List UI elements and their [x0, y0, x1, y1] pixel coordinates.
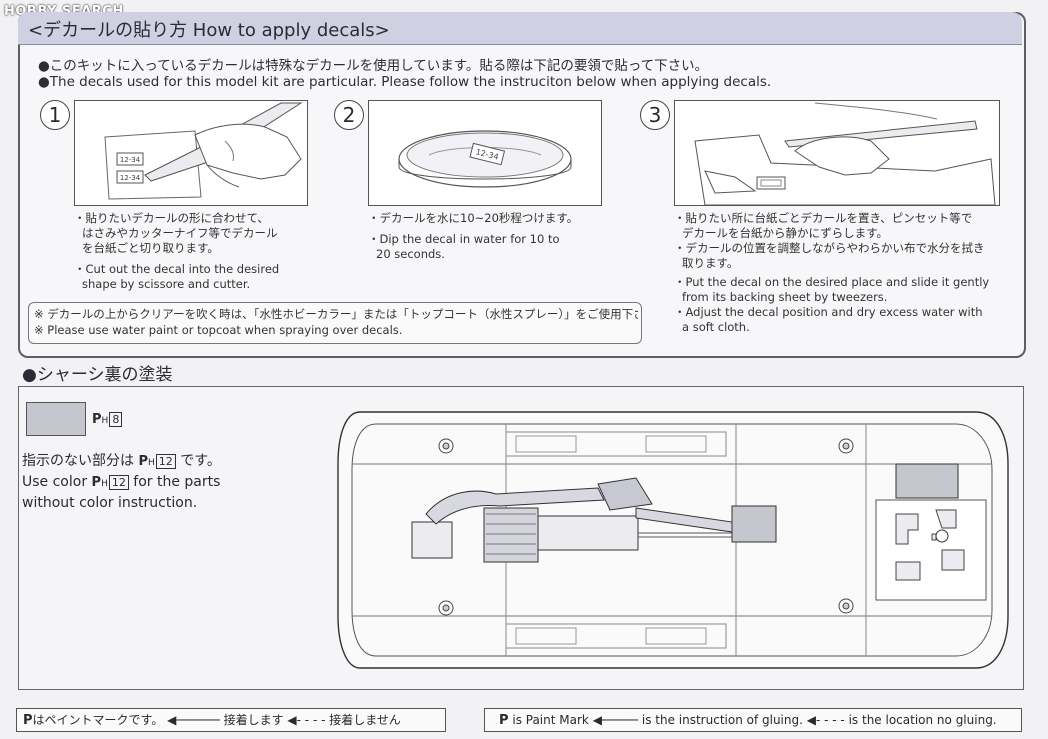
step-3-en-line-2: from its backing sheet by tweezers.: [682, 290, 888, 304]
step-1-text: ・貼りたいデカールの形に合わせて、 はさみやカッターナイフ等でデカール を台紙ご…: [74, 211, 279, 292]
applying-decal-illustration: [694, 102, 996, 206]
decal-title-bar: [18, 12, 1022, 45]
step-2-en-line-1: ・Dip the decal in water for 10 to: [368, 232, 560, 246]
paint-mark-icon: P: [92, 412, 102, 427]
default-color-line-3: without color instruction.: [22, 495, 198, 511]
paint-mark-sub: H: [147, 458, 155, 468]
chassis-underbody-diagram: [337, 411, 1009, 669]
default-color-number-en: 12: [108, 475, 129, 490]
legend-jp-paint-mark-icon: P: [23, 713, 33, 728]
paint-swatch: [26, 402, 86, 436]
legend-en-paint-mark-icon: P: [499, 713, 509, 728]
legend-jp: Pはペイントマークです。 ◀────── 接着します ◀- - - - 接着しま…: [16, 708, 446, 732]
note-en: ※ Please use water paint or topcoat when…: [34, 323, 403, 337]
water-dish-illustration: 12-34: [398, 130, 572, 188]
step-3-jp-line-3: ・デカールの位置を調整しながらやわらかい布で水分を拭き: [674, 241, 985, 255]
step-2-en-line-2: 20 seconds.: [376, 247, 445, 261]
legend-jp-paint-text: はペイントマークです。: [32, 713, 164, 727]
decal-intro-jp: ●このキットに入っているデカールは特殊なデカールを使用しています。貼る際は下記の…: [38, 58, 709, 74]
cutting-decal-illustration: 12-34 12-34: [104, 102, 303, 200]
paint-mark-icon: P: [138, 454, 148, 469]
step-3-illustration: [674, 100, 1000, 206]
step-1-jp-line-2: はさみやカッターナイフ等でデカール: [82, 226, 278, 240]
step-2-number: 2: [334, 100, 364, 130]
step-3-jp-line-1: ・貼りたい所に台紙ごとデカールを置き、ピンセット等で: [674, 211, 973, 225]
step-1-en-line-2: shape by scissore and cutter.: [82, 277, 251, 291]
line1-pre: 指示のない部分は: [22, 453, 134, 469]
paint-mark-sub: H: [101, 416, 109, 426]
legend-jp-solid-arrow-icon: ◀──────: [167, 713, 220, 727]
legend-en-paint-text: is Paint Mark: [512, 713, 589, 727]
step-1-number: 1: [40, 100, 70, 130]
step-3-en-line-4: a soft cloth.: [682, 320, 750, 334]
step-3-text: ・貼りたい所に台紙ごとデカールを置き、ピンセット等で デカールを台紙から静かにず…: [674, 211, 989, 335]
step-3-number: 3: [640, 100, 670, 130]
swatch-color-number: 8: [109, 412, 123, 427]
line2-post: for the parts: [133, 474, 221, 490]
line1-post: です。: [180, 453, 221, 469]
step-1-jp-line-3: を台紙ごと切り取ります。: [82, 241, 219, 255]
step-1-en-line-1: ・Cut out the decal into the desired: [74, 262, 280, 276]
legend-en-dashed-arrow-icon: ◀- - - -: [806, 713, 845, 727]
step-2-jp-line-1: ・デカールを水に10~20秒程つけます。: [368, 211, 579, 225]
legend-en-solid-arrow-icon: ◀─────: [592, 713, 639, 727]
default-color-number: 12: [155, 454, 176, 469]
step-2-illustration: 12-34: [368, 100, 602, 206]
legend-en-glue-text: is the instruction of gluing.: [641, 713, 803, 727]
paint-mark-sub: H: [101, 479, 108, 489]
legend-jp-dashed-arrow-icon: ◀- - - -: [287, 713, 330, 727]
step-2-text: ・デカールを水に10~20秒程つけます。 ・Dip the decal in w…: [368, 211, 578, 262]
step-3-en-line-1: ・Put the decal on the desired place and …: [674, 275, 990, 289]
decal-intro-en: ●The decals used for this model kit are …: [38, 74, 772, 90]
line2-pre: Use color: [22, 474, 88, 490]
legend-jp-glue-text: 接着します: [223, 713, 284, 727]
decal-section-title: <デカールの貼り方 How to apply decals>: [28, 20, 390, 41]
legend-jp-noglue-text: 接着しません: [329, 713, 401, 727]
paint-mark-icon: P: [91, 475, 102, 490]
step-1-illustration: 12-34 12-34: [74, 100, 308, 206]
step-1-jp-line-1: ・貼りたいデカールの形に合わせて、: [74, 211, 269, 225]
note-jp: ※ デカールの上からクリアーを吹く時は、「水性ホビーカラー」または「トップコート…: [34, 307, 638, 321]
legend-en-noglue-text: is the location no gluing.: [848, 713, 997, 727]
step-3-jp-line-4: 取ります。: [682, 256, 739, 270]
clear-coat-note-box: [28, 302, 642, 344]
chassis-section-title: ●シャーシ裏の塗装: [22, 365, 173, 385]
step-3-en-line-3: ・Adjust the decal position and dry exces…: [674, 305, 983, 319]
legend-en: P is Paint Mark ◀───── is the instructio…: [484, 708, 1022, 732]
step-1-decal-label-b: 12-34: [120, 174, 141, 182]
step-3-jp-line-2: デカールを台紙から静かにずらします。: [682, 226, 888, 240]
step-1-decal-label-a: 12-34: [120, 156, 141, 164]
